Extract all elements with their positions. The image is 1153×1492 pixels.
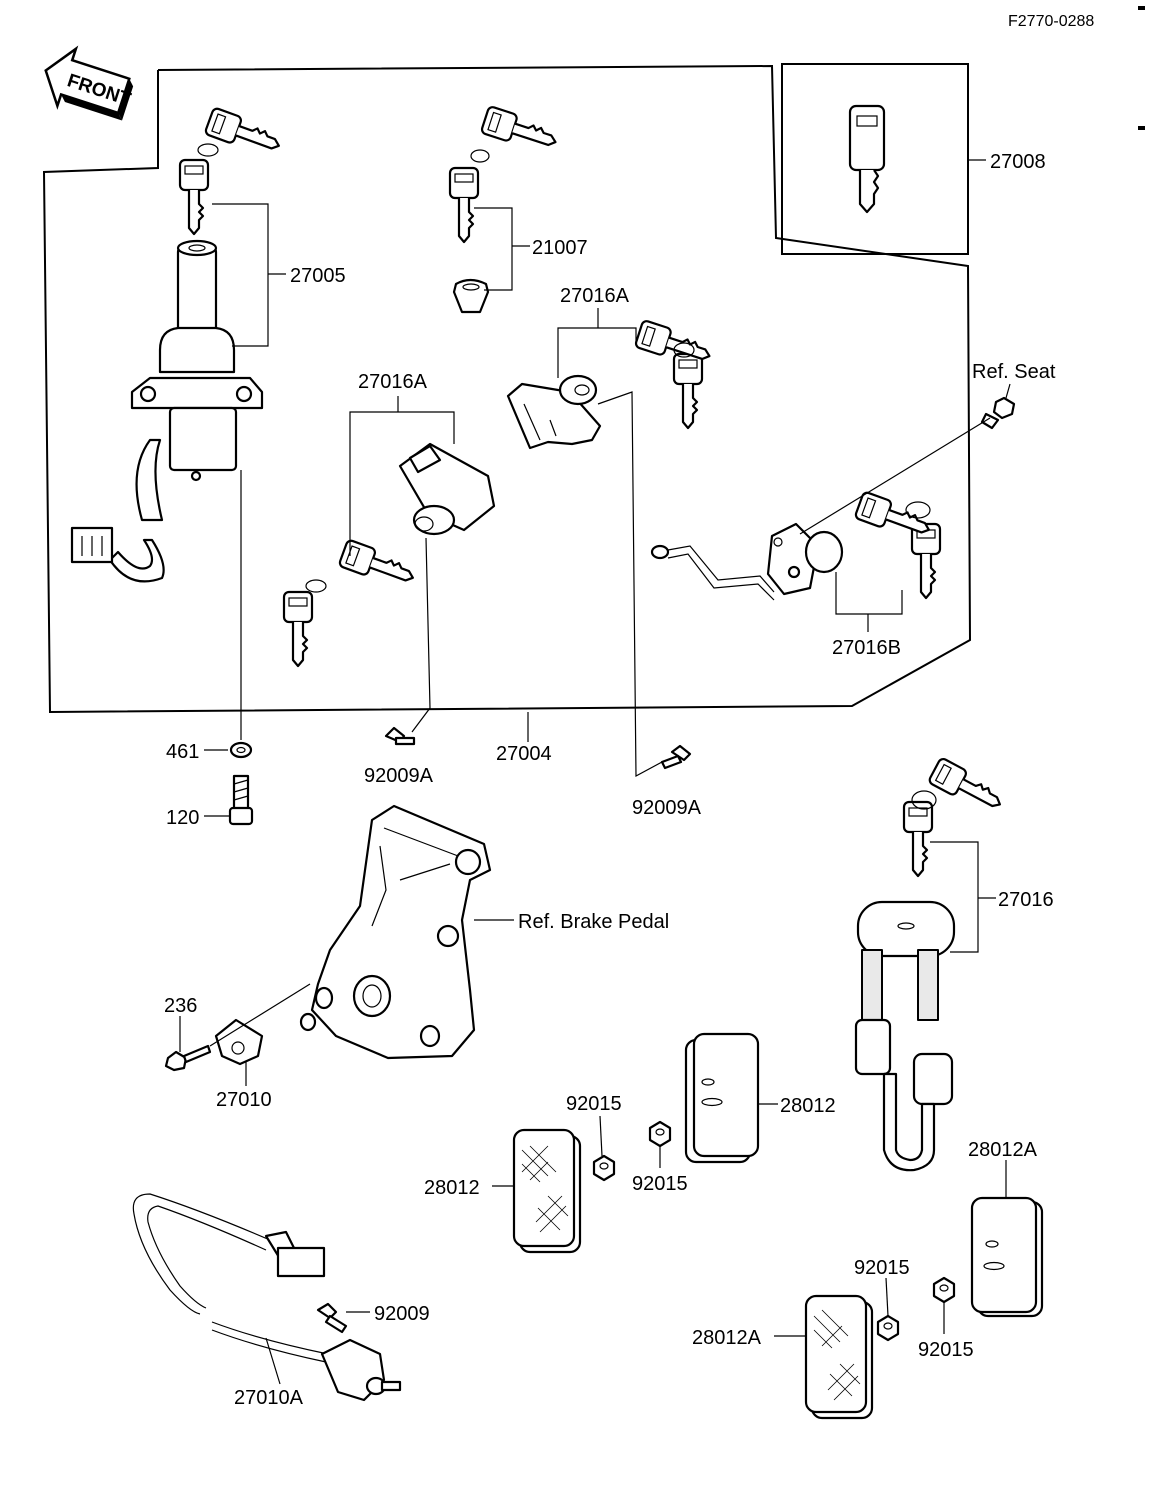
label-27016: 27016 [998, 889, 1054, 911]
label-27016B: 27016B [832, 637, 901, 659]
screw-92009A-left [384, 726, 416, 746]
label-27008: 27008 [990, 151, 1046, 173]
part-labels: 27005 21007 27008 27016A 27016A Ref. Sea… [164, 151, 1056, 1409]
helmet-lock-left [282, 442, 496, 668]
margin-mark [1138, 126, 1145, 130]
label-28012-right: 28012 [780, 1095, 836, 1117]
label-92009A-right: 92009A [632, 797, 702, 819]
nut-92015-c [876, 1314, 900, 1342]
label-27016A-left: 27016A [358, 371, 428, 393]
label-ref-brake-pedal: Ref. Brake Pedal [518, 911, 669, 933]
label-27010: 27010 [216, 1089, 272, 1111]
reflector-28012-right [684, 1032, 760, 1164]
reflector-28012A-bottom [804, 1294, 874, 1420]
label-28012A-bottom: 28012A [692, 1327, 762, 1349]
label-27016A-right: 27016A [560, 285, 630, 307]
label-92015-a: 92015 [566, 1093, 622, 1115]
label-92009: 92009 [374, 1303, 430, 1325]
margin-mark [1138, 6, 1145, 10]
label-236: 236 [164, 995, 197, 1017]
bolt-236 [164, 1044, 212, 1072]
nut-92015-d [932, 1276, 956, 1304]
screw-92009A-right [660, 744, 692, 770]
bolt-120 [228, 774, 254, 826]
key-blank-box [781, 63, 969, 255]
helmet-lock-cable [650, 490, 942, 601]
label-461: 461 [166, 741, 199, 763]
switch-harness [132, 1193, 402, 1402]
kit-outline [42, 64, 972, 714]
washer [229, 741, 253, 759]
nut-92015-b [648, 1120, 672, 1148]
label-92015-d: 92015 [918, 1339, 974, 1361]
reflector-28012-left [512, 1128, 582, 1254]
nut-92015-a [592, 1154, 616, 1182]
label-92015-c: 92015 [854, 1257, 910, 1279]
label-28012-left: 28012 [424, 1177, 480, 1199]
label-ref-seat: Ref. Seat [972, 361, 1056, 383]
padlock [854, 756, 1008, 1172]
label-27010A: 27010A [234, 1387, 304, 1409]
brake-pedal-bracket [299, 804, 492, 1060]
brake-light-switch [214, 1018, 264, 1066]
label-27004: 27004 [496, 743, 552, 765]
label-92015-b: 92015 [632, 1173, 688, 1195]
key-blank [848, 104, 886, 214]
figure-code: F2770-0288 [1008, 13, 1094, 30]
seat-lock-keys [448, 104, 561, 314]
leader-lines [179, 159, 1011, 1385]
label-120: 120 [166, 807, 199, 829]
helmet-lock-right [506, 318, 715, 450]
label-21007: 21007 [532, 237, 588, 259]
front-arrow-icon: FRONT [44, 45, 134, 121]
label-92009A-left: 92009A [364, 765, 434, 787]
label-27005: 27005 [290, 265, 346, 287]
label-28012A-top: 28012A [968, 1139, 1038, 1161]
ignition-switch [70, 239, 264, 583]
reflector-28012A-top [970, 1196, 1044, 1318]
ignition-keys [178, 106, 285, 236]
seat-bolt [980, 396, 1016, 430]
